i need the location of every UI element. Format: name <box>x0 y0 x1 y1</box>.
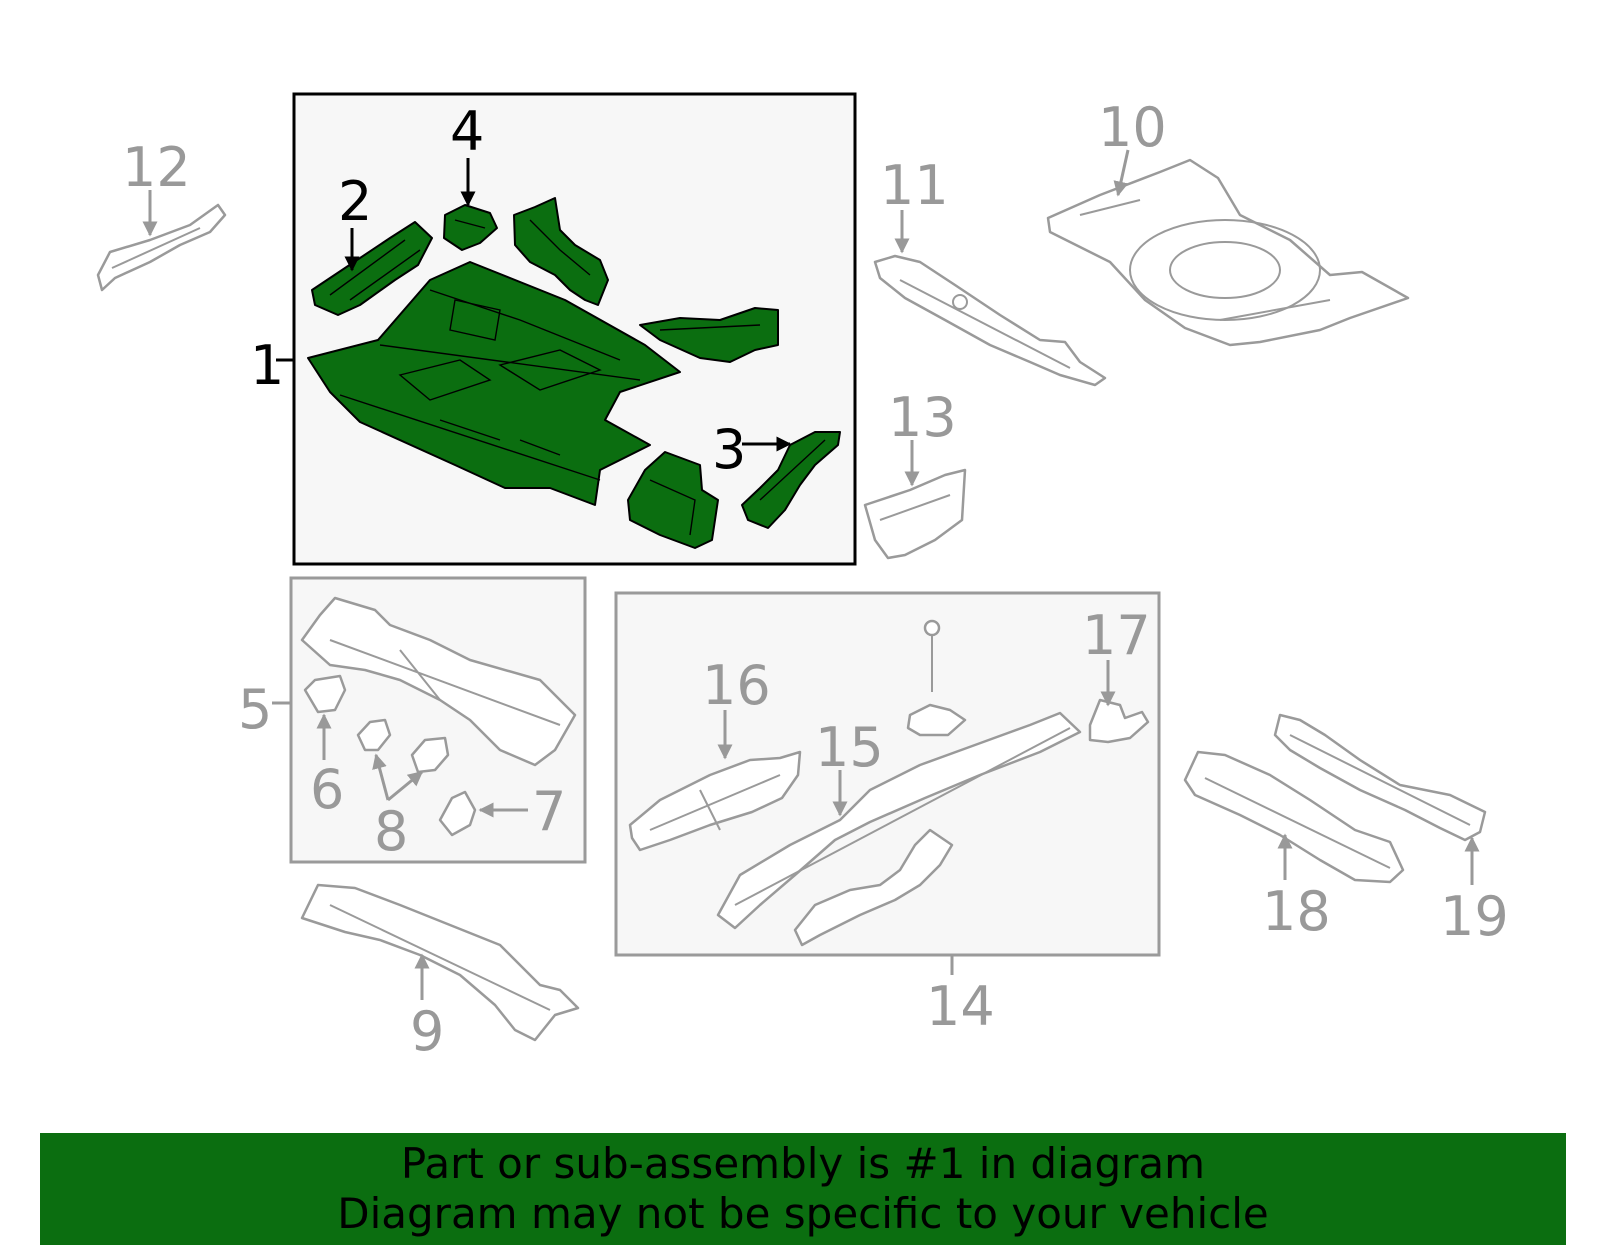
assembly-14-box <box>614 591 1161 957</box>
callout-4: 4 <box>450 100 484 163</box>
floor-pan-part-1[interactable] <box>307 261 681 506</box>
part-11[interactable] <box>873 254 1107 387</box>
info-banner: Part or sub-assembly is #1 in diagram Di… <box>40 1133 1566 1245</box>
callout-1: 1 <box>250 334 284 397</box>
banner-line-2: Diagram may not be specific to your vehi… <box>337 1189 1269 1238</box>
part-15b[interactable] <box>793 828 954 947</box>
part-18[interactable] <box>1183 750 1405 884</box>
callout-8: 8 <box>374 800 408 863</box>
floor-part-b[interactable] <box>639 307 779 363</box>
callout-17: 17 <box>1082 604 1151 667</box>
callout-2: 2 <box>338 170 372 233</box>
banner-line-1: Part or sub-assembly is #1 in diagram <box>400 1139 1206 1188</box>
part-12[interactable] <box>96 203 227 292</box>
floor-part-a[interactable] <box>513 197 609 306</box>
part-6[interactable] <box>303 674 347 714</box>
part-19[interactable] <box>1273 713 1487 842</box>
part-2[interactable] <box>311 221 433 316</box>
callout-3: 3 <box>712 418 746 481</box>
callout-7: 7 <box>532 780 566 843</box>
part-16[interactable] <box>628 750 802 852</box>
bracket[interactable] <box>906 703 967 737</box>
part-13[interactable] <box>863 468 967 560</box>
callout-12: 12 <box>122 136 191 199</box>
callout-9: 9 <box>410 1000 444 1063</box>
part-3[interactable] <box>741 431 841 529</box>
part-10[interactable] <box>1046 158 1410 347</box>
callout-6: 6 <box>310 758 344 821</box>
bolt[interactable] <box>923 619 941 692</box>
part-7[interactable] <box>438 790 477 837</box>
callout-14: 14 <box>926 975 995 1038</box>
part-15[interactable] <box>716 711 1082 930</box>
callout-19: 19 <box>1440 885 1509 948</box>
callout-13: 13 <box>888 386 957 449</box>
part-9[interactable] <box>300 883 580 1042</box>
callout-15: 15 <box>815 716 884 779</box>
callout-18: 18 <box>1262 880 1331 943</box>
callout-10: 10 <box>1098 96 1167 159</box>
floor-part-c[interactable] <box>627 451 719 549</box>
callout-16: 16 <box>702 654 771 717</box>
part-5[interactable] <box>300 596 577 767</box>
callout-11: 11 <box>880 154 949 217</box>
callout-5: 5 <box>238 678 272 741</box>
